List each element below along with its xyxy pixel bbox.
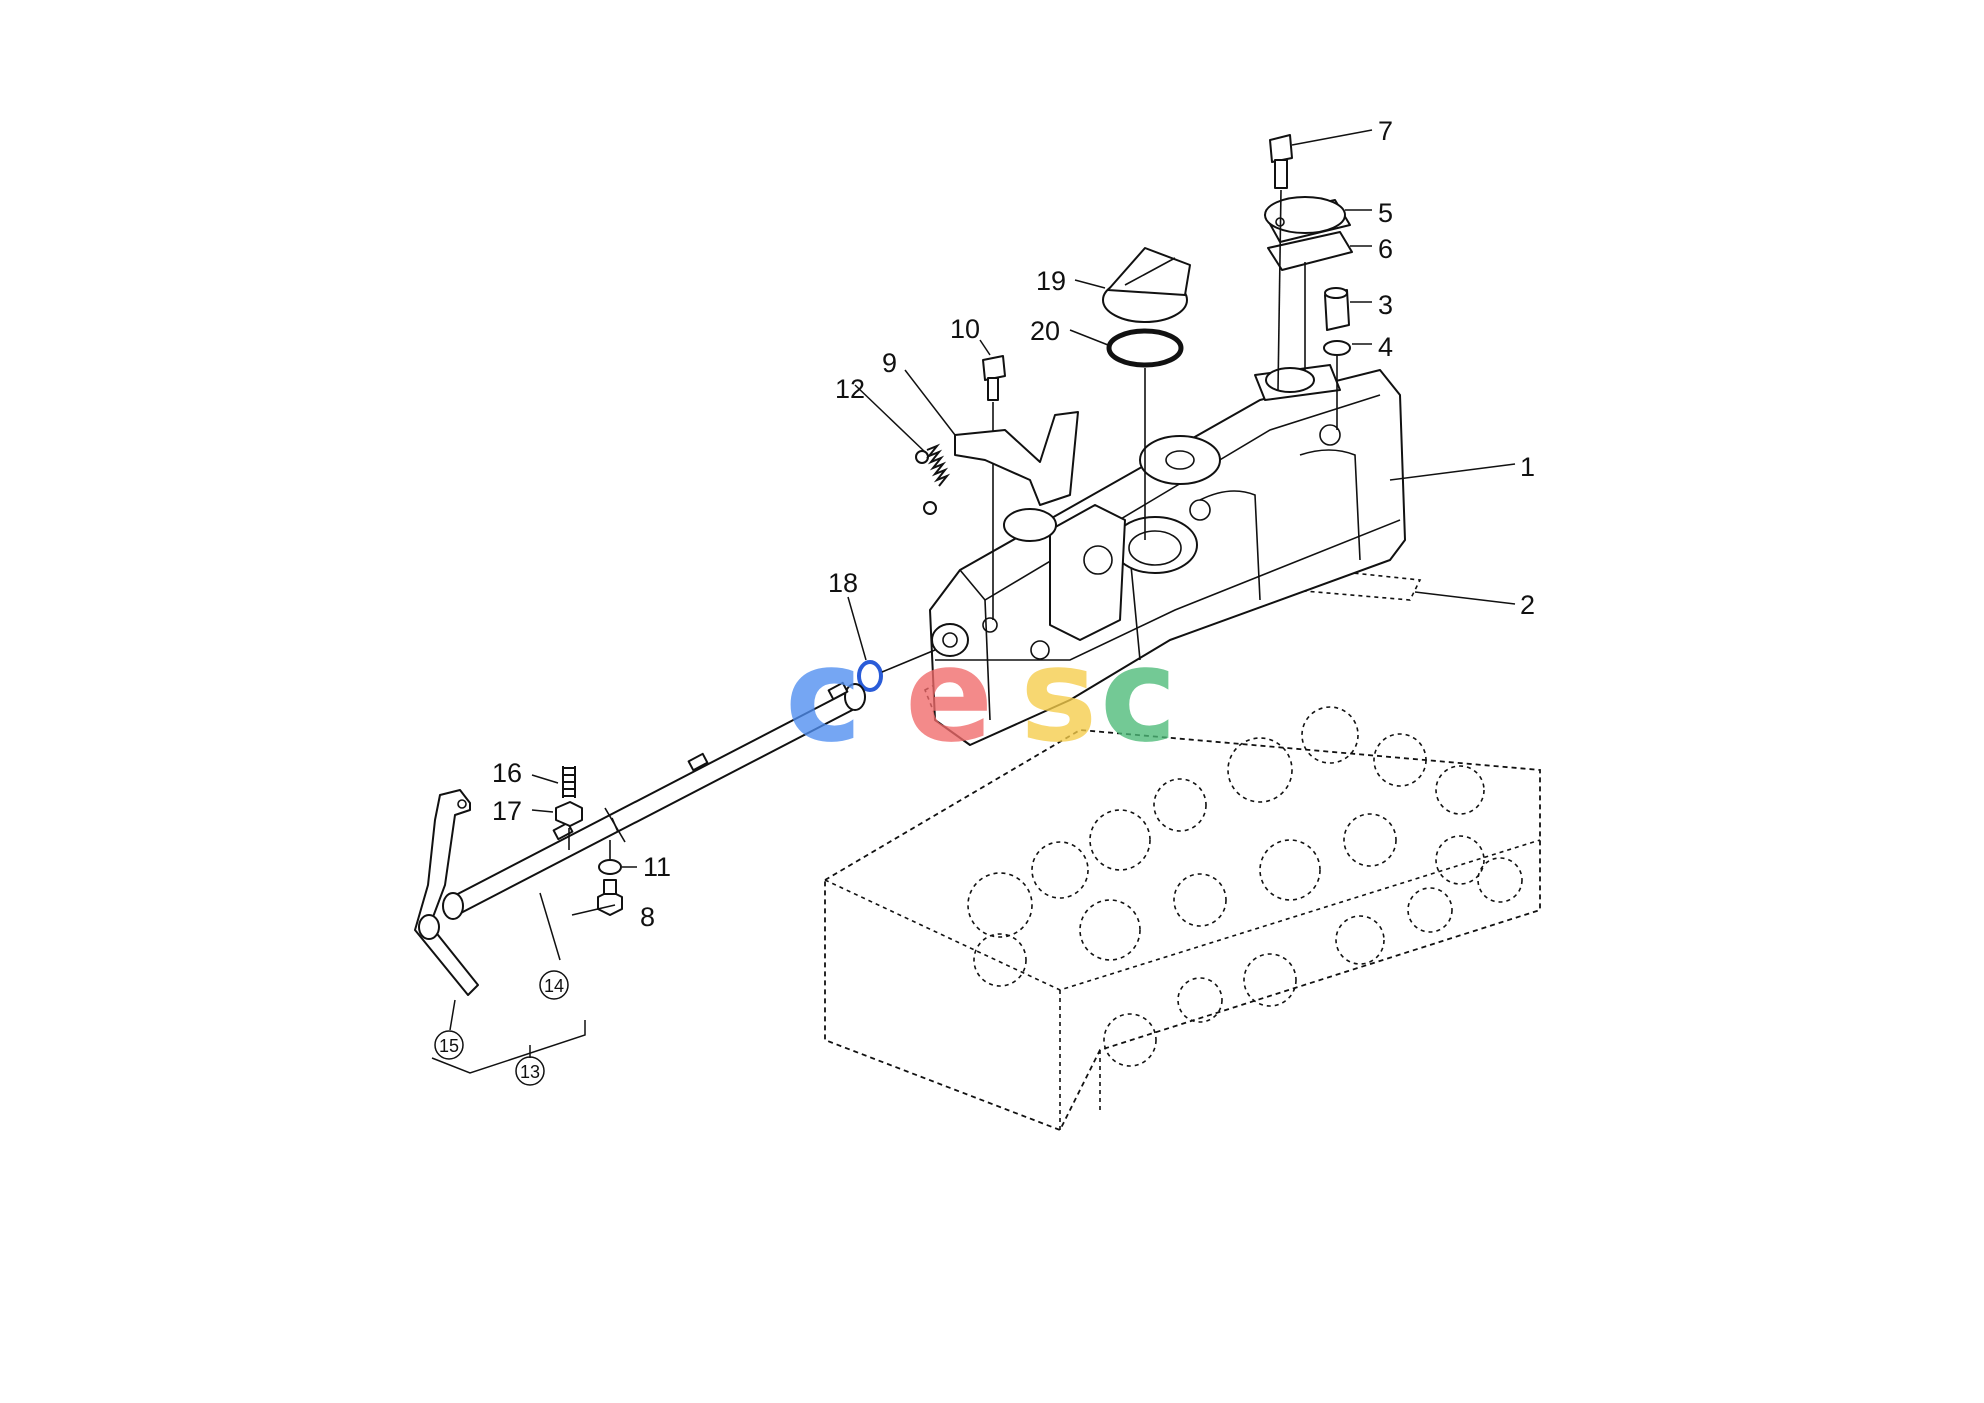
- svg-text:e: e: [905, 619, 993, 771]
- o-ring-20: [1106, 328, 1184, 368]
- label-12: 12: [835, 374, 865, 404]
- o-ring-18: [857, 660, 883, 692]
- label-3: 3: [1378, 290, 1393, 320]
- svg-text:14: 14: [544, 976, 564, 996]
- breather-gasket: [1267, 231, 1353, 271]
- label-19: 19: [1036, 266, 1066, 296]
- bolt-7-guide: [1277, 189, 1282, 391]
- label-20: 20: [1030, 316, 1060, 346]
- nut-17: [555, 801, 583, 827]
- label-10: 10: [950, 314, 980, 344]
- spring-12: [915, 443, 951, 515]
- label-11: 11: [643, 852, 671, 882]
- label-9: 9: [882, 348, 897, 378]
- label-7: 7: [1378, 116, 1393, 146]
- head-cover: [929, 364, 1406, 746]
- set-screw-16: [562, 766, 576, 798]
- svg-text:13: 13: [520, 1062, 540, 1082]
- svg-text:15: 15: [439, 1036, 459, 1056]
- shaft-guide: [881, 649, 936, 673]
- label-13: 13: [515, 1056, 545, 1086]
- washer-4: [1323, 340, 1351, 356]
- washer-11: [598, 859, 622, 875]
- svg-text:s: s: [1020, 619, 1097, 771]
- label-16: 16: [492, 758, 522, 788]
- label-2: 2: [1520, 590, 1535, 620]
- svg-text:c: c: [785, 619, 862, 771]
- watermark-logo: c e s c: [785, 619, 1177, 771]
- lever-15: [414, 789, 479, 996]
- control-shaft-14: [442, 681, 866, 920]
- oil-filler-cap-19: [1102, 247, 1191, 323]
- label-18: 18: [828, 568, 858, 598]
- svg-text:c: c: [1100, 619, 1177, 771]
- label-1: 1: [1520, 452, 1535, 482]
- label-17: 17: [492, 796, 522, 826]
- bolt-7: [1269, 134, 1293, 189]
- label-6: 6: [1378, 234, 1393, 264]
- label-8: 8: [640, 902, 655, 932]
- bolt-10: [982, 355, 1006, 401]
- cylinder-head: [824, 706, 1541, 1132]
- leader-lines: [431, 129, 1516, 1074]
- breather-cover: [1264, 196, 1351, 243]
- bracket-9: [954, 411, 1079, 506]
- bolt-8: [597, 879, 623, 916]
- label-15: 15: [434, 1030, 464, 1060]
- cap-nut-3: [1324, 287, 1350, 331]
- label-4: 4: [1378, 332, 1393, 362]
- label-5: 5: [1378, 198, 1393, 228]
- label-14: 14: [539, 970, 569, 1000]
